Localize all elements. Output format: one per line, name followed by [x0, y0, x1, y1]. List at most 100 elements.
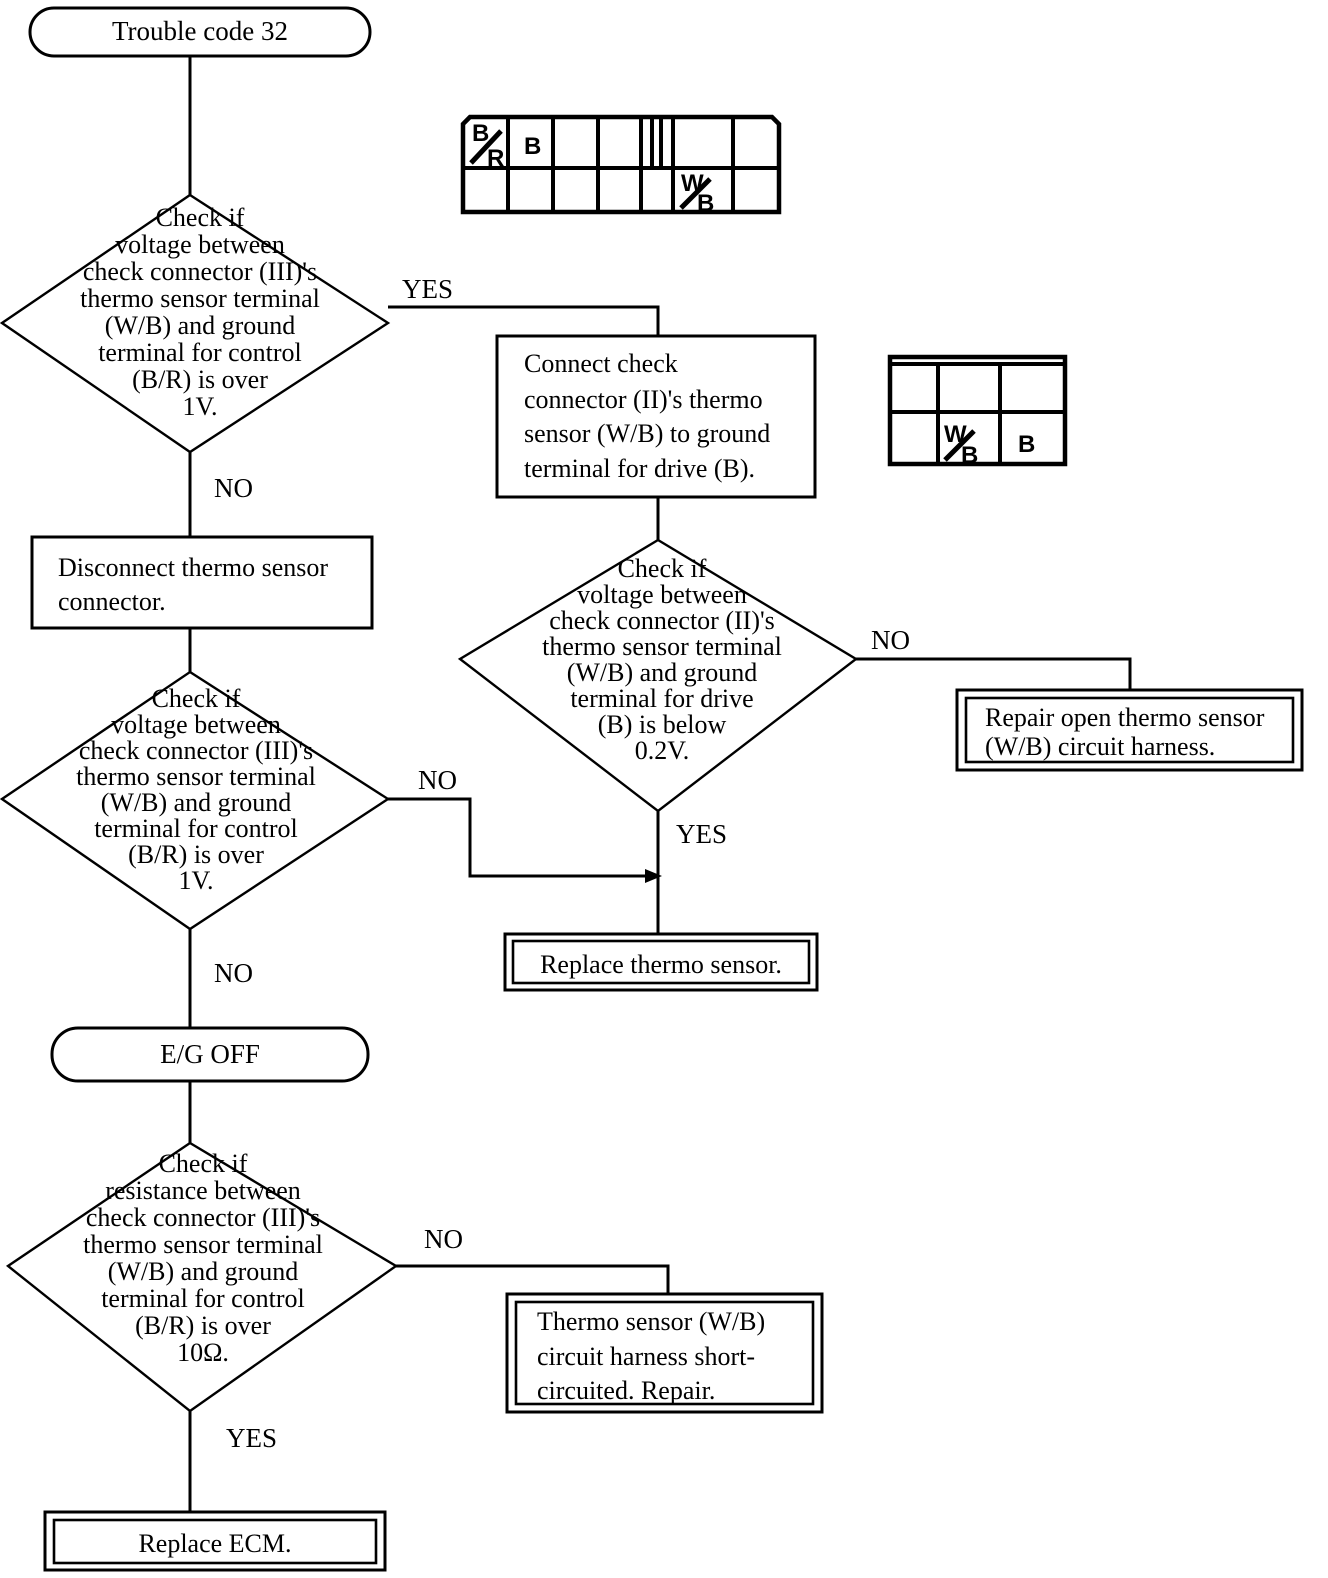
node-replace-ecm-box[interactable]: Replace ECM.	[43, 1510, 387, 1572]
decision-3-line-0: Check if	[152, 684, 241, 713]
edge-d3-no-right	[388, 797, 645, 878]
decision-4-line-4: (W/B) and ground	[108, 1257, 299, 1286]
decision-3-line-1: voltage between	[111, 710, 281, 739]
node-repair-open-box[interactable]: Repair open thermo sensor (W/B) circuit …	[955, 688, 1304, 772]
start-terminator-shape	[28, 6, 372, 58]
node-start[interactable]: Trouble code 32	[28, 6, 372, 58]
node-decision-4[interactable]: Check if resistance between check connec…	[5, 1141, 399, 1413]
connector-iii-outline	[460, 114, 782, 215]
node-decision-1[interactable]: Check if voltage between check connector…	[0, 193, 391, 454]
eg-off-label: E/G OFF	[160, 1039, 260, 1069]
connector-ii-diagram: W B B	[887, 354, 1068, 469]
decision-1-line-1: voltage between	[115, 230, 285, 259]
decision-1-line-4: (W/B) and ground	[105, 311, 296, 340]
edge-d1-yes	[388, 305, 660, 336]
short-circuit-box-line-0: Thermo sensor (W/B)	[537, 1307, 765, 1336]
start-label: Trouble code 32	[112, 16, 288, 46]
repair-open-box-line-0: Repair open thermo sensor	[985, 703, 1265, 732]
decision-3-shape	[0, 670, 391, 931]
short-circuit-box-outer	[505, 1292, 824, 1414]
disconnect-box-shape	[30, 535, 374, 630]
decision-2-line-2: check connector (II)'s	[549, 606, 775, 635]
replace-ecm-box-inner	[52, 1518, 378, 1565]
connector-iii-pin-b: B	[524, 133, 541, 160]
short-circuit-box-line-2: circuited. Repair.	[537, 1376, 715, 1405]
connector-ii-pin-wb-slash	[943, 429, 976, 462]
replace-ecm-box-line-0: Replace ECM.	[138, 1529, 291, 1558]
edge-d2-no	[856, 657, 1132, 690]
decision-3-line-2: check connector (III)'s	[79, 736, 313, 765]
branch-label-d4-yes: YES	[226, 1423, 277, 1453]
decision-4-line-7: 10Ω.	[177, 1338, 229, 1367]
node-replace-sensor-box[interactable]: Replace thermo sensor.	[503, 932, 819, 992]
decision-4-line-1: resistance between	[105, 1176, 301, 1205]
connector-ii-pin-wb-bottom: B	[961, 442, 978, 469]
decision-1-line-5: terminal for control	[98, 338, 302, 367]
decision-2-line-1: voltage between	[577, 580, 747, 609]
node-decision-2[interactable]: Check if voltage between check connector…	[457, 538, 859, 813]
connector-lines	[188, 56, 1132, 1512]
branch-label-d3-no-down: NO	[214, 958, 253, 988]
branch-label-d3-no-right: NO	[418, 765, 457, 795]
branch-label-d1-no: NO	[214, 473, 253, 503]
decision-2-line-6: (B) is below	[598, 710, 727, 739]
decision-1-line-2: check connector (III)'s	[83, 257, 317, 286]
connect-box-shape	[495, 334, 817, 499]
repair-open-box-line-1: (W/B) circuit harness.	[985, 732, 1215, 761]
disconnect-box-line-1: connector.	[58, 587, 166, 616]
branch-labels: YES NO NO YES NO NO NO YES	[214, 274, 910, 1453]
connect-box-line-1: connector (II)'s thermo	[524, 385, 763, 414]
node-eg-off[interactable]: E/G OFF	[50, 1026, 370, 1083]
decision-1-line-7: 1V.	[183, 392, 218, 421]
short-circuit-box-inner	[514, 1300, 815, 1406]
replace-sensor-box-inner	[511, 939, 811, 985]
decision-1-line-6: (B/R) is over	[132, 365, 268, 394]
decision-3-line-4: (W/B) and ground	[101, 788, 292, 817]
decision-1-shape	[0, 193, 391, 454]
replace-sensor-box-outer	[503, 932, 819, 992]
connect-box-line-3: terminal for drive (B).	[524, 454, 755, 483]
decision-2-line-5: terminal for drive	[570, 684, 753, 713]
eg-off-terminator-shape	[50, 1026, 370, 1083]
decision-1-line-0: Check if	[156, 203, 245, 232]
decision-3-line-3: thermo sensor terminal	[76, 762, 316, 791]
short-circuit-box-line-1: circuit harness short-	[537, 1342, 755, 1371]
connector-iii-pin-br-top: B	[472, 120, 489, 147]
connector-iii-pin-br-slash	[469, 129, 503, 165]
branch-label-d2-no: NO	[871, 625, 910, 655]
branch-label-d2-yes: YES	[676, 819, 727, 849]
decision-2-line-0: Check if	[618, 554, 707, 583]
decision-3-line-7: 1V.	[179, 866, 214, 895]
decision-2-line-4: (W/B) and ground	[567, 658, 758, 687]
arrowhead-d3-no	[645, 869, 662, 883]
node-disconnect-box[interactable]: Disconnect thermo sensor connector.	[30, 535, 374, 630]
connector-iii-pin-br: B R	[469, 120, 504, 172]
node-decision-3[interactable]: Check if voltage between check connector…	[0, 670, 391, 931]
decision-4-line-0: Check if	[159, 1149, 248, 1178]
repair-open-box-outer	[955, 688, 1304, 772]
replace-sensor-box-line-0: Replace thermo sensor.	[540, 950, 782, 979]
connect-box-line-0: Connect check	[524, 349, 678, 378]
decision-4-line-3: thermo sensor terminal	[83, 1230, 323, 1259]
decision-2-line-7: 0.2V.	[635, 736, 689, 765]
decision-1-line-3: thermo sensor terminal	[80, 284, 320, 313]
connector-iii-pin-br-bottom: R	[487, 145, 504, 172]
connector-iii-pin-wb: W B	[679, 170, 714, 217]
node-short-circuit-box[interactable]: Thermo sensor (W/B) circuit harness shor…	[505, 1292, 824, 1414]
edge-d4-no	[396, 1264, 670, 1294]
decision-4-line-2: check connector (III)'s	[86, 1203, 320, 1232]
branch-label-d1-yes: YES	[402, 274, 453, 304]
decision-3-line-6: (B/R) is over	[128, 840, 264, 869]
connector-iii-pin-wb-bottom: B	[697, 190, 714, 217]
decision-2-line-3: thermo sensor terminal	[542, 632, 782, 661]
decision-4-shape	[5, 1141, 399, 1413]
node-connect-box[interactable]: Connect check connector (II)'s thermo se…	[495, 334, 817, 499]
connector-ii-pin-wb: W B	[943, 421, 978, 469]
decision-3-line-5: terminal for control	[94, 814, 298, 843]
connector-ii-pin-b: B	[1018, 431, 1035, 458]
replace-ecm-box-outer	[43, 1510, 387, 1572]
connector-iii-pin-wb-slash	[679, 177, 712, 210]
connector-iii-diagram: B R B W B	[460, 114, 782, 217]
disconnect-box-line-0: Disconnect thermo sensor	[58, 553, 328, 582]
